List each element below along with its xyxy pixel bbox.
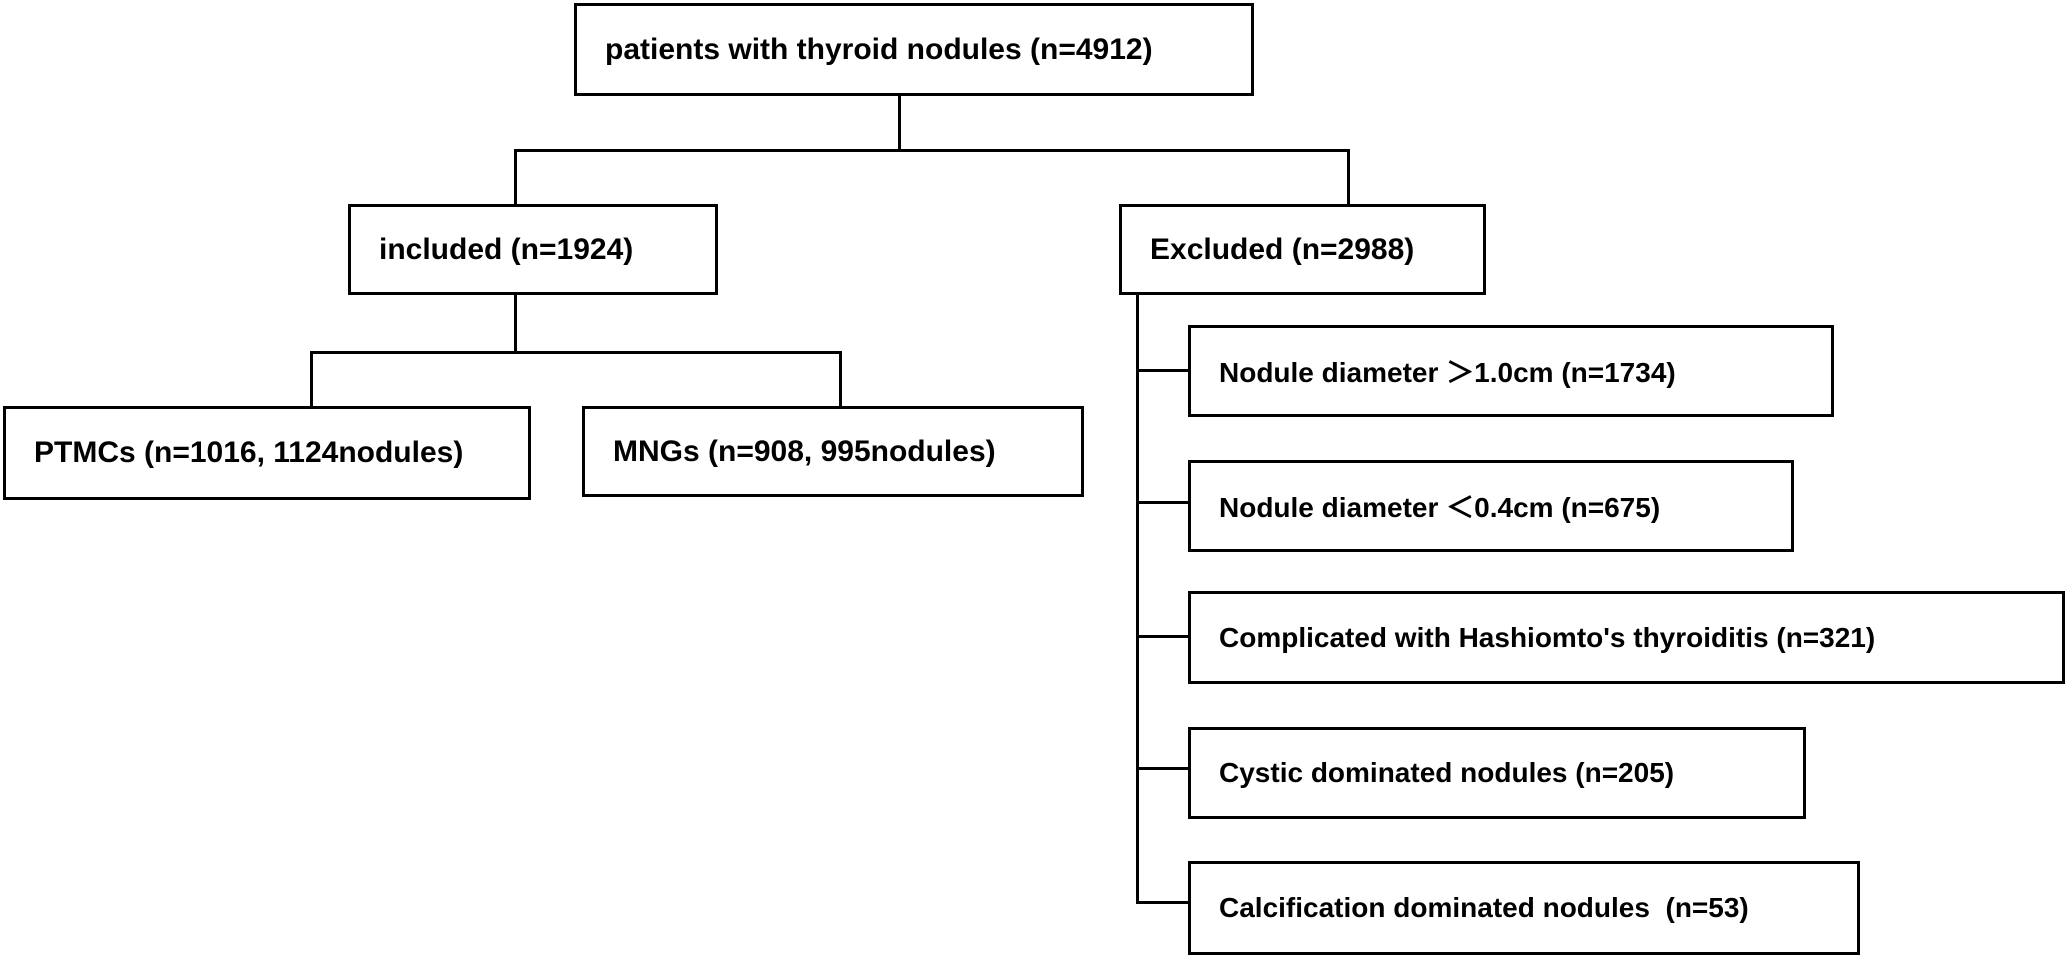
exclusion-label-3: Complicated with Hashiomto's thyroiditis… [1219,621,1876,653]
connector-excluded-trunk [1136,295,1139,904]
root-box: patients with thyroid nodules (n=4912) [574,3,1254,96]
exclusion-box-5: Calcification dominated nodules (n=53) [1188,861,1860,955]
ptmcs-box: PTMCs (n=1016, 1124nodules) [3,406,531,500]
exclusion-label-5: Calcification dominated nodules (n=53) [1219,892,1749,923]
included-box: included (n=1924) [348,204,718,295]
ptmcs-label: PTMCs (n=1016, 1124nodules) [34,436,464,469]
connector-to-excluded [1347,149,1350,204]
excluded-box: Excluded (n=2988) [1119,204,1486,295]
exclusion-box-4: Cystic dominated nodules (n=205) [1188,727,1806,819]
connector-to-ptmcs [310,351,313,406]
exclusion-label-2: Nodule diameter ＜0.4cm (n=675) [1219,492,1661,523]
mngs-box: MNGs (n=908, 995nodules) [582,406,1084,497]
exclusion-box-2: Nodule diameter ＜0.4cm (n=675) [1188,460,1794,552]
excluded-label: Excluded (n=2988) [1150,232,1415,266]
connector-to-reason-5 [1136,901,1188,904]
exclusion-label-4: Cystic dominated nodules (n=205) [1219,757,1675,788]
connector-root-split [514,149,1350,152]
connector-included-split [310,351,842,354]
mngs-label: MNGs (n=908, 995nodules) [613,434,996,468]
connector-to-reason-4 [1136,767,1188,770]
connector-root-down [898,96,901,151]
exclusion-box-1: Nodule diameter ＞1.0cm (n=1734) [1188,325,1834,417]
connector-to-reason-3 [1136,635,1188,638]
included-label: included (n=1924) [379,232,634,266]
exclusion-label-1: Nodule diameter ＞1.0cm (n=1734) [1219,357,1676,388]
connector-to-reason-1 [1136,369,1188,372]
connector-to-included [514,149,517,204]
connector-to-reason-2 [1136,501,1188,504]
exclusion-box-3: Complicated with Hashiomto's thyroiditis… [1188,591,2065,684]
root-label: patients with thyroid nodules (n=4912) [605,32,1153,66]
connector-included-down [514,295,517,353]
connector-to-mngs [839,351,842,408]
